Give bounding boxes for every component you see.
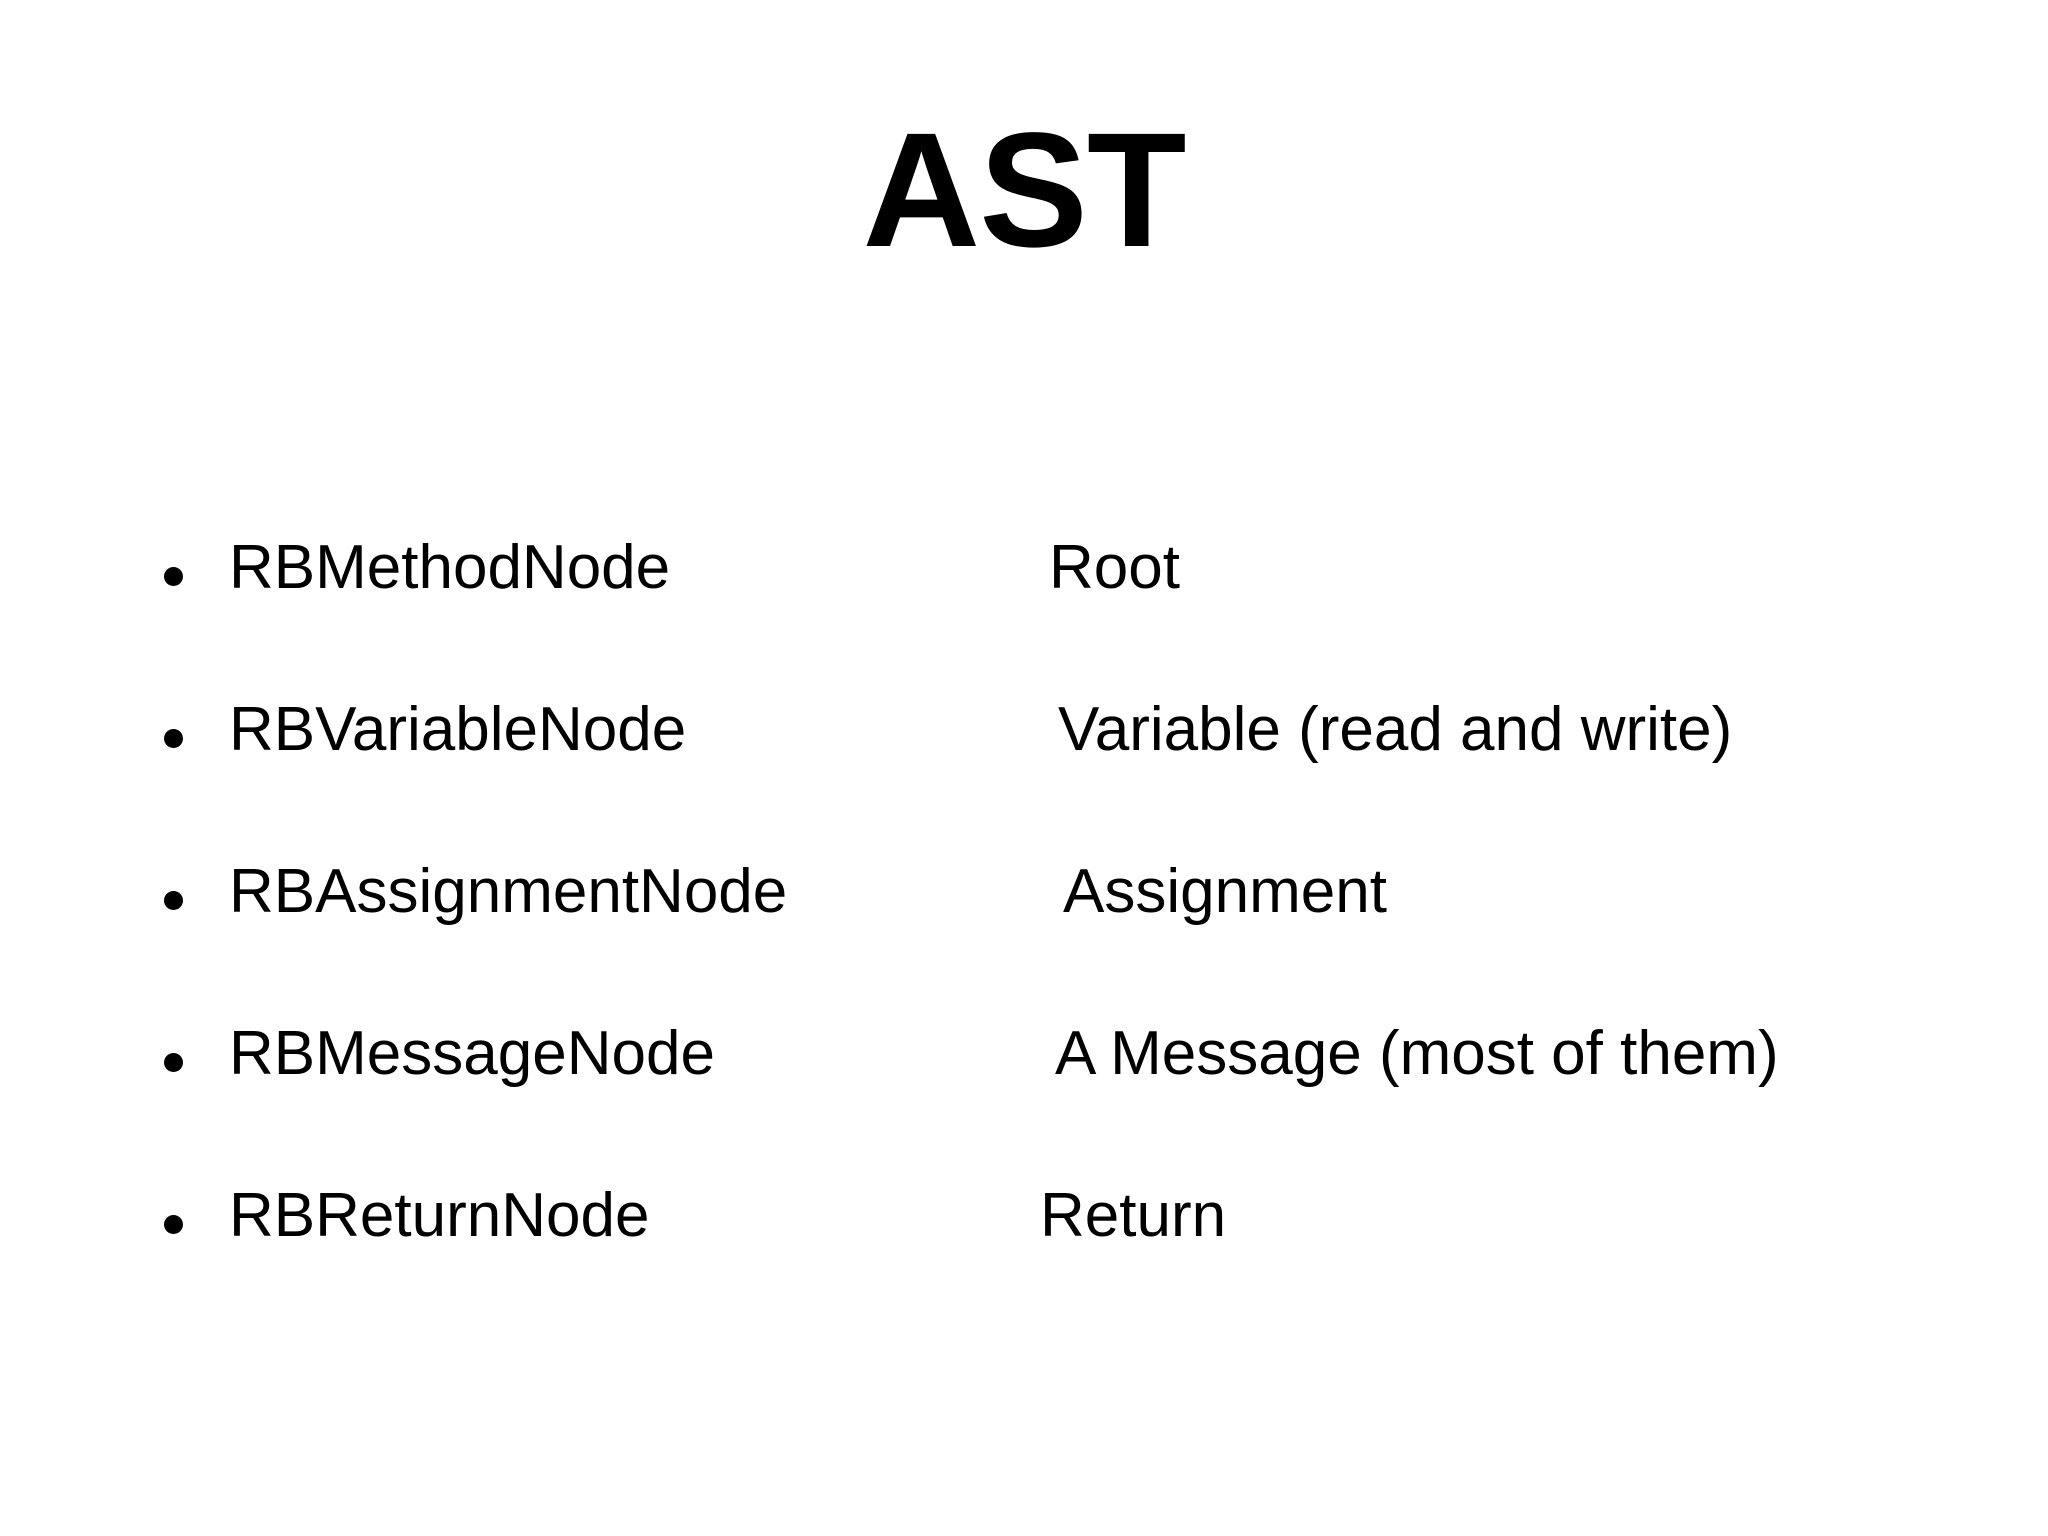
bullet-dot-icon <box>164 567 183 586</box>
list-item: RBMessageNode A Message (most of them) <box>0 1006 2048 1168</box>
bullet-dot-icon <box>164 729 183 748</box>
bullet-dot-icon <box>164 891 183 910</box>
node-class-name: RBMethodNode <box>229 533 671 602</box>
node-description: A Message (most of them) <box>1055 1019 1779 1088</box>
node-description: Assignment <box>1063 857 1387 926</box>
list-item: RBAssignmentNode Assignment <box>0 844 2048 1006</box>
bullet-dot-icon <box>164 1053 183 1072</box>
node-class-name: RBReturnNode <box>229 1181 650 1250</box>
list-item: RBVariableNode Variable (read and write) <box>0 682 2048 844</box>
list-item: RBMethodNode Root <box>0 520 2048 682</box>
list-item: RBReturnNode Return <box>0 1168 2048 1330</box>
page-title: AST <box>862 98 1187 281</box>
bullet-dot-icon <box>164 1215 183 1234</box>
node-class-name: RBVariableNode <box>229 695 687 764</box>
node-description: Root <box>1049 533 1180 602</box>
node-class-name: RBAssignmentNode <box>229 857 788 926</box>
node-class-name: RBMessageNode <box>229 1019 715 1088</box>
node-description: Return <box>1040 1181 1227 1250</box>
node-type-list: RBMethodNode Root RBVariableNode Variabl… <box>0 520 2048 1330</box>
node-description: Variable (read and write) <box>1058 695 1733 764</box>
